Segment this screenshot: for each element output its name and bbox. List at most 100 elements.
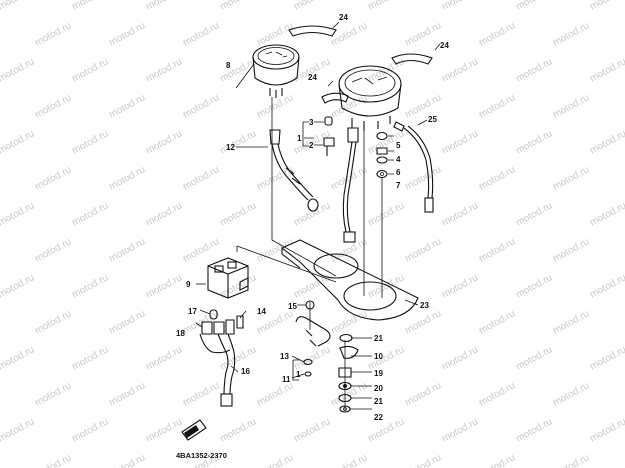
callout-20: 20	[374, 384, 383, 393]
damper-rubber-left	[321, 92, 349, 104]
watermark-text: motod.ru	[70, 416, 110, 444]
watermark-text: motod.ru	[440, 200, 480, 228]
watermark-text: motod.ru	[514, 56, 554, 84]
watermark-text: motod.ru	[181, 236, 221, 264]
watermark-text: motod.ru	[181, 164, 221, 192]
watermark-text: motod.ru	[403, 308, 443, 336]
watermark-text: motod.ru	[588, 200, 625, 228]
watermark-text: motod.ru	[70, 128, 110, 156]
callout-4: 4	[396, 155, 401, 164]
callout-11: 11	[282, 375, 291, 384]
watermark-text: motod.ru	[551, 92, 591, 120]
watermark-text: motod.ru	[551, 164, 591, 192]
watermark-text: motod.ru	[403, 380, 443, 408]
callout-21-top: 21	[374, 334, 383, 343]
callout-23: 23	[420, 301, 429, 310]
watermark-text: motod.ru	[181, 92, 221, 120]
watermark-text: motod.ru	[0, 128, 36, 156]
watermark-text: motod.ru	[33, 92, 73, 120]
indicator-bulb-harness	[195, 309, 247, 407]
watermark-text: motod.ru	[403, 92, 443, 120]
bracket-fasteners	[291, 300, 372, 413]
watermark-text: motod.ru	[477, 164, 517, 192]
watermark-text: motod.ru	[477, 308, 517, 336]
watermark-text: motod.ru	[70, 272, 110, 300]
watermark-text: motod.ru	[403, 236, 443, 264]
watermark-text: motod.ru	[218, 56, 258, 84]
callout-13: 13	[280, 352, 289, 361]
watermark-text: motod.ru	[107, 308, 147, 336]
watermark-text: motod.ru	[588, 272, 625, 300]
diagram-part-code: 4BA1352-2370	[176, 451, 227, 460]
watermark-text: motod.ru	[588, 128, 625, 156]
callout-2: 2	[309, 141, 314, 150]
watermark-text: motod.ru	[366, 272, 406, 300]
callout-24-left: 24	[308, 73, 317, 82]
watermark-text: motod.ru	[477, 92, 517, 120]
watermark-text: motod.ru	[588, 56, 625, 84]
watermark-text: motod.ru	[477, 20, 517, 48]
watermark-text: motod.ru	[181, 380, 221, 408]
watermark-text: motod.ru	[33, 308, 73, 336]
meter-bracket	[280, 239, 419, 321]
watermark-text: motod.ru	[551, 20, 591, 48]
watermark-text: motod.ru	[551, 308, 591, 336]
watermark-text: motod.ru	[292, 344, 332, 372]
watermark-text: motod.ru	[514, 0, 554, 13]
watermark-text: motod.ru	[440, 0, 480, 13]
callout-15: 15	[288, 302, 297, 311]
watermark-text: motod.ru	[144, 344, 184, 372]
callout-22: 22	[374, 413, 383, 422]
watermark-text: motod.ru	[477, 380, 517, 408]
callout-9: 9	[186, 280, 191, 289]
watermark-text: motod.ru	[0, 272, 36, 300]
callout-17: 17	[188, 307, 197, 316]
watermark-text: motod.ru	[329, 92, 369, 120]
speedometer-cable	[269, 129, 319, 212]
watermark-text: motod.ru	[255, 20, 295, 48]
callout-16: 16	[241, 367, 250, 376]
callout-18: 18	[176, 329, 185, 338]
watermark-text: motod.ru	[144, 416, 184, 444]
watermark-text: motod.ru	[366, 0, 406, 13]
watermark-text: motod.ru	[255, 164, 295, 192]
callout-24-top: 24	[339, 13, 348, 22]
watermark-text: motod.ru	[514, 200, 554, 228]
watermark-text: motod.ru	[0, 416, 36, 444]
callout-7: 7	[396, 181, 401, 190]
callout-10: 10	[374, 352, 383, 361]
watermark-text: motod.ru	[440, 56, 480, 84]
callout-labels: 24 24 24 8 12 3 1 2 5 4 6 7 25 9 15 23 1…	[176, 13, 449, 422]
watermark-text: motod.ru	[329, 308, 369, 336]
callout-1-bottom: 1	[296, 370, 301, 379]
speedometer-gauge	[252, 44, 300, 98]
meter-bulb-socket-assy	[323, 116, 359, 243]
watermark-text: motod.ru	[403, 20, 443, 48]
watermark-text: motod.ru	[551, 236, 591, 264]
watermark-text: motod.ru	[366, 200, 406, 228]
watermark-text: motod.ru	[255, 236, 295, 264]
watermark-text: motod.ru	[33, 20, 73, 48]
watermark-text: motod.ru	[329, 452, 369, 468]
watermark-text: motod.ru	[329, 236, 369, 264]
watermark-text: motod.ru	[0, 56, 36, 84]
callout-12: 12	[226, 143, 235, 152]
watermark-text: motod.ru	[181, 20, 221, 48]
callout-5: 5	[396, 141, 401, 150]
watermark-text: motod.ru	[0, 200, 36, 228]
callout-1-top: 1	[297, 134, 302, 143]
watermark-text: motod.ru	[255, 380, 295, 408]
watermark-text: motod.ru	[477, 236, 517, 264]
watermark-text: motod.ru	[107, 452, 147, 468]
watermark-text: motod.ru	[107, 380, 147, 408]
watermark-text: motod.ru	[144, 56, 184, 84]
callout-14: 14	[257, 307, 266, 316]
watermark-text: motod.ru	[551, 380, 591, 408]
watermark-text: motod.ru	[292, 0, 332, 13]
tachometer-cable	[393, 121, 434, 213]
watermark-text: motod.ru	[440, 272, 480, 300]
watermark-text: motod.ru	[0, 0, 36, 13]
watermark-text: motod.ru	[33, 164, 73, 192]
